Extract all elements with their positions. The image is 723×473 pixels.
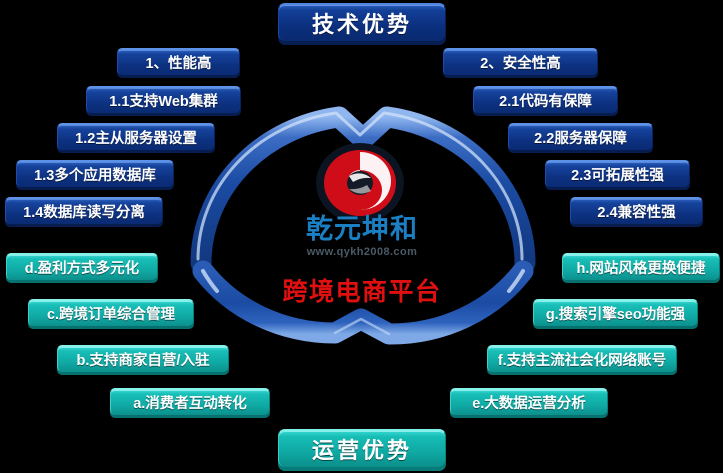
banner-operational-advantages[interactable]: 运营优势 xyxy=(278,429,446,467)
pill-tech-left-4[interactable]: 1.3多个应用数据库 xyxy=(16,160,174,187)
pill-ops-right-2[interactable]: g.搜索引擎seo功能强 xyxy=(533,299,698,326)
pill-ops-right-4[interactable]: e.大数据运营分析 xyxy=(450,388,608,415)
brand-website: www.qykh2008.com xyxy=(306,246,418,258)
pill-ops-left-2[interactable]: c.跨境订单综合管理 xyxy=(28,299,194,326)
pill-tech-right-2[interactable]: 2.1代码有保障 xyxy=(473,86,618,113)
brand-name: 乾元坤和 xyxy=(306,214,418,244)
pill-ops-left-4[interactable]: a.消费者互动转化 xyxy=(110,388,270,415)
pill-tech-left-5[interactable]: 1.4数据库读写分离 xyxy=(5,197,163,224)
center-ring-graphic xyxy=(183,95,543,355)
spiral-emblem-icon xyxy=(315,142,405,224)
pill-tech-right-5[interactable]: 2.4兼容性强 xyxy=(570,197,703,224)
pill-ops-left-3[interactable]: b.支持商家自营/入驻 xyxy=(57,345,229,372)
pill-tech-left-3[interactable]: 1.2主从服务器设置 xyxy=(57,123,215,150)
pill-tech-left-2[interactable]: 1.1支持Web集群 xyxy=(86,86,241,113)
pill-tech-right-4[interactable]: 2.3可拓展性强 xyxy=(545,160,690,187)
banner-technical-advantages[interactable]: 技术优势 xyxy=(278,3,446,41)
pill-ops-right-1[interactable]: h.网站风格更换便捷 xyxy=(562,253,720,280)
pill-ops-right-3[interactable]: f.支持主流社会化网络账号 xyxy=(487,345,677,372)
pill-tech-right-3[interactable]: 2.2服务器保障 xyxy=(508,123,653,150)
platform-tagline: 跨境电商平台 xyxy=(282,278,442,306)
pill-tech-left-1[interactable]: 1、性能高 xyxy=(117,48,240,75)
pill-tech-right-1[interactable]: 2、安全性高 xyxy=(443,48,598,75)
pill-ops-left-1[interactable]: d.盈利方式多元化 xyxy=(6,253,158,280)
